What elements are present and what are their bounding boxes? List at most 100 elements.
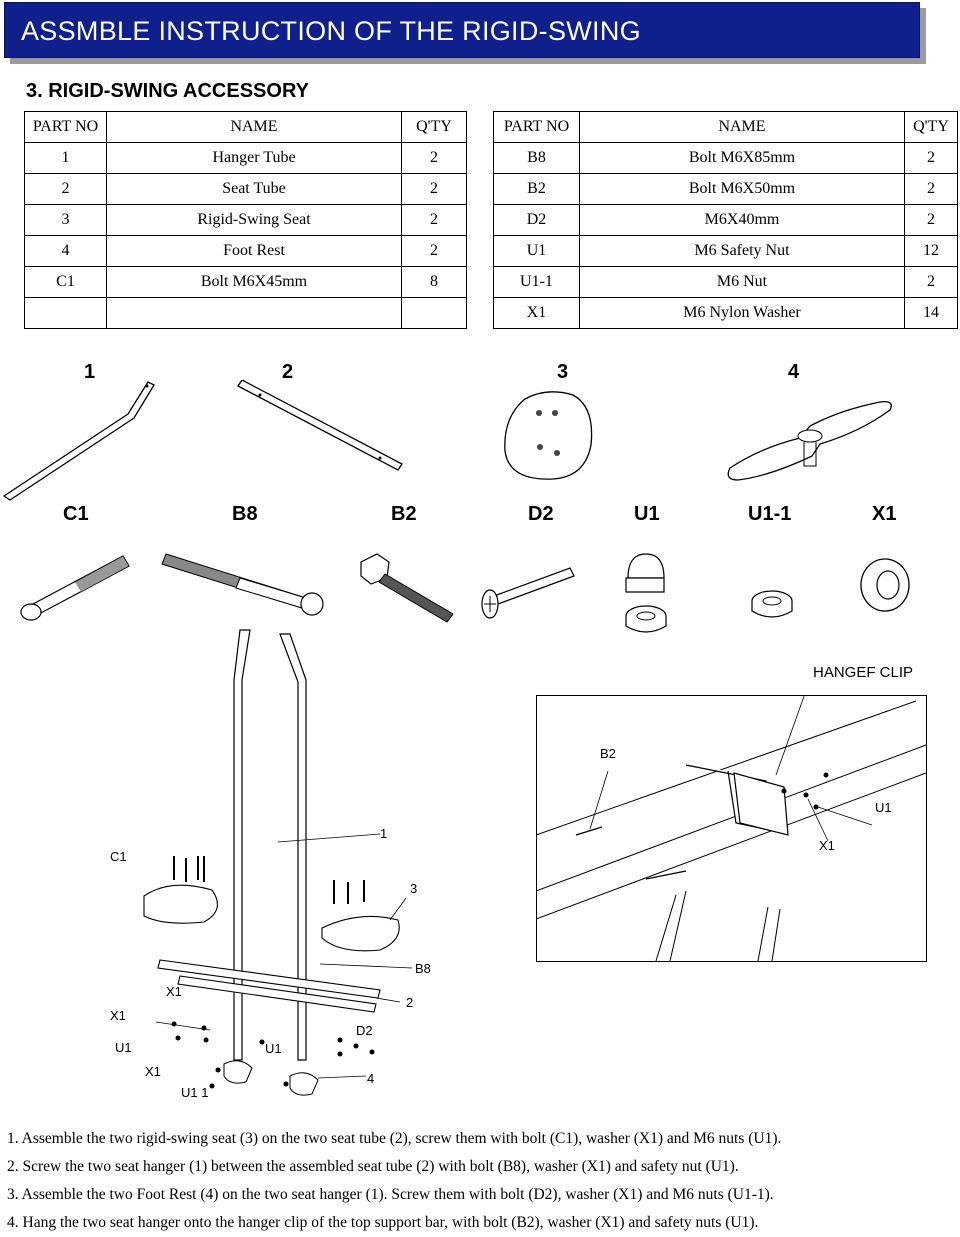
part-label-1: 1 (84, 361, 96, 383)
name-cell: Bolt M6X45mm (106, 266, 402, 298)
part-no-cell: U1-1 (493, 266, 580, 298)
header-cell: Q'TY (904, 111, 958, 143)
page-title: ASSMBLE INSTRUCTION OF THE RIGID-SWING (21, 16, 641, 46)
part-no-cell: U1 (493, 235, 580, 267)
header-cell: NAME (579, 111, 905, 143)
part-label-d2: D2 (528, 503, 554, 525)
table-row: X1 M6 Nylon Washer 14 (493, 297, 958, 329)
nut-u1-1-illustration (751, 590, 793, 618)
name-cell (106, 297, 402, 329)
hanger-clip-detail (536, 695, 927, 962)
part-label-4: 4 (788, 361, 800, 383)
parts-table-right: PART NO NAME Q'TY B8 Bolt M6X85mm 2 B2 B… (493, 111, 958, 329)
table-row: B8 Bolt M6X85mm 2 (493, 142, 958, 174)
part-no-cell (24, 297, 107, 329)
hanger-clip-label: HANGEF CLIP (813, 664, 914, 681)
header-cell: Q'TY (401, 111, 467, 143)
name-cell: Bolt M6X85mm (579, 142, 905, 174)
assembly-steps: 1. Assemble the two rigid-swing seat (3)… (7, 1125, 781, 1237)
table-header-row: PART NO NAME Q'TY (493, 111, 958, 143)
qty-cell: 2 (904, 173, 958, 205)
diagram-label-u1: U1 (265, 1041, 282, 1056)
part-no-cell: C1 (24, 266, 107, 298)
name-cell: M6 Nut (579, 266, 905, 298)
name-cell: Bolt M6X50mm (579, 173, 905, 205)
part-label-2: 2 (282, 361, 294, 383)
name-cell: M6 Safety Nut (579, 235, 905, 267)
diagram-label-3: 3 (410, 881, 418, 896)
header-cell: PART NO (24, 111, 107, 143)
part-label-x1: X1 (872, 503, 897, 525)
name-cell: Hanger Tube (106, 142, 402, 174)
section-title: 3. RIGID-SWING ACCESSORY (26, 80, 309, 102)
table-row: 4 Foot Rest 2 (24, 235, 467, 267)
diagram-label-d2: D2 (356, 1023, 373, 1038)
diagram-label-4: 4 (367, 1071, 375, 1086)
bolt-b8-illustration (161, 553, 324, 616)
table-row (24, 297, 467, 329)
part-label-c1: C1 (63, 503, 89, 525)
name-cell: Rigid-Swing Seat (106, 204, 402, 236)
parts-table-left: PART NO NAME Q'TY 1 Hanger Tube 2 2 Seat… (24, 111, 467, 329)
diagram-label-x1: X1 (166, 984, 182, 999)
qty-cell: 2 (401, 173, 467, 205)
table-header-row: PART NO NAME Q'TY (24, 111, 467, 143)
diagram-label-b8: B8 (415, 961, 431, 976)
step-text: 4. Hang the two seat hanger onto the han… (7, 1214, 759, 1231)
part-label-b2: B2 (391, 503, 417, 525)
qty-cell: 2 (401, 142, 467, 174)
diagram-label-2: 2 (406, 995, 414, 1010)
qty-cell: 2 (904, 204, 958, 236)
diagram-label-x1: X1 (145, 1064, 161, 1079)
detail-label-b2: B2 (600, 746, 616, 761)
qty-cell: 2 (904, 266, 958, 298)
name-cell: Seat Tube (106, 173, 402, 205)
detail-label-u1: U1 (875, 800, 892, 815)
step-text: 2. Screw the two seat hanger (1) between… (7, 1158, 739, 1175)
part-no-cell: 4 (24, 235, 107, 267)
diagram-label-1: 1 (380, 826, 388, 841)
part-label-u1: U1 (634, 503, 660, 525)
diagram-label-u1: U1 (115, 1040, 132, 1055)
qty-cell: 8 (401, 266, 467, 298)
seat-tube-illustration (237, 380, 403, 471)
qty-cell (401, 297, 467, 329)
header-cell: PART NO (493, 111, 580, 143)
qty-cell: 2 (904, 142, 958, 174)
name-cell: Foot Rest (106, 235, 402, 267)
part-no-cell: 2 (24, 173, 107, 205)
part-no-cell: 1 (24, 142, 107, 174)
table-row: 2 Seat Tube 2 (24, 173, 467, 205)
table-row: C1 Bolt M6X45mm 8 (24, 266, 467, 298)
bolt-b2-illustration (360, 553, 454, 623)
detail-label-x1: X1 (819, 838, 835, 853)
assembly-diagram (143, 629, 413, 1096)
table-row: 1 Hanger Tube 2 (24, 142, 467, 174)
qty-cell: 2 (401, 235, 467, 267)
part-no-cell: 3 (24, 204, 107, 236)
qty-cell: 14 (904, 297, 958, 329)
part-label-3: 3 (557, 361, 569, 383)
diagram-label-c1: C1 (110, 849, 127, 864)
table-row: U1-1 M6 Nut 2 (493, 266, 958, 298)
part-no-cell: B2 (493, 173, 580, 205)
header-bar: ASSMBLE INSTRUCTION OF THE RIGID-SWING (4, 2, 920, 58)
swing-seat-illustration (504, 391, 593, 480)
bolt-c1-illustration (20, 555, 130, 621)
part-no-cell: X1 (493, 297, 580, 329)
header-cell: NAME (106, 111, 402, 143)
part-no-cell: D2 (493, 204, 580, 236)
safety-nut-illustration (625, 553, 667, 633)
qty-cell: 12 (904, 235, 958, 267)
table-row: D2 M6X40mm 2 (493, 204, 958, 236)
name-cell: M6 Nylon Washer (579, 297, 905, 329)
foot-rest-illustration (727, 401, 892, 481)
step-text: 3. Assemble the two Foot Rest (4) on the… (7, 1186, 774, 1203)
diagram-label-x1: X1 (110, 1008, 126, 1023)
step-text: 1. Assemble the two rigid-swing seat (3)… (7, 1130, 782, 1147)
table-row: 3 Rigid-Swing Seat 2 (24, 204, 467, 236)
table-row: B2 Bolt M6X50mm 2 (493, 173, 958, 205)
hanger-tube-illustration (2, 381, 155, 501)
qty-cell: 2 (401, 204, 467, 236)
part-label-u1-1: U1-1 (748, 503, 792, 525)
